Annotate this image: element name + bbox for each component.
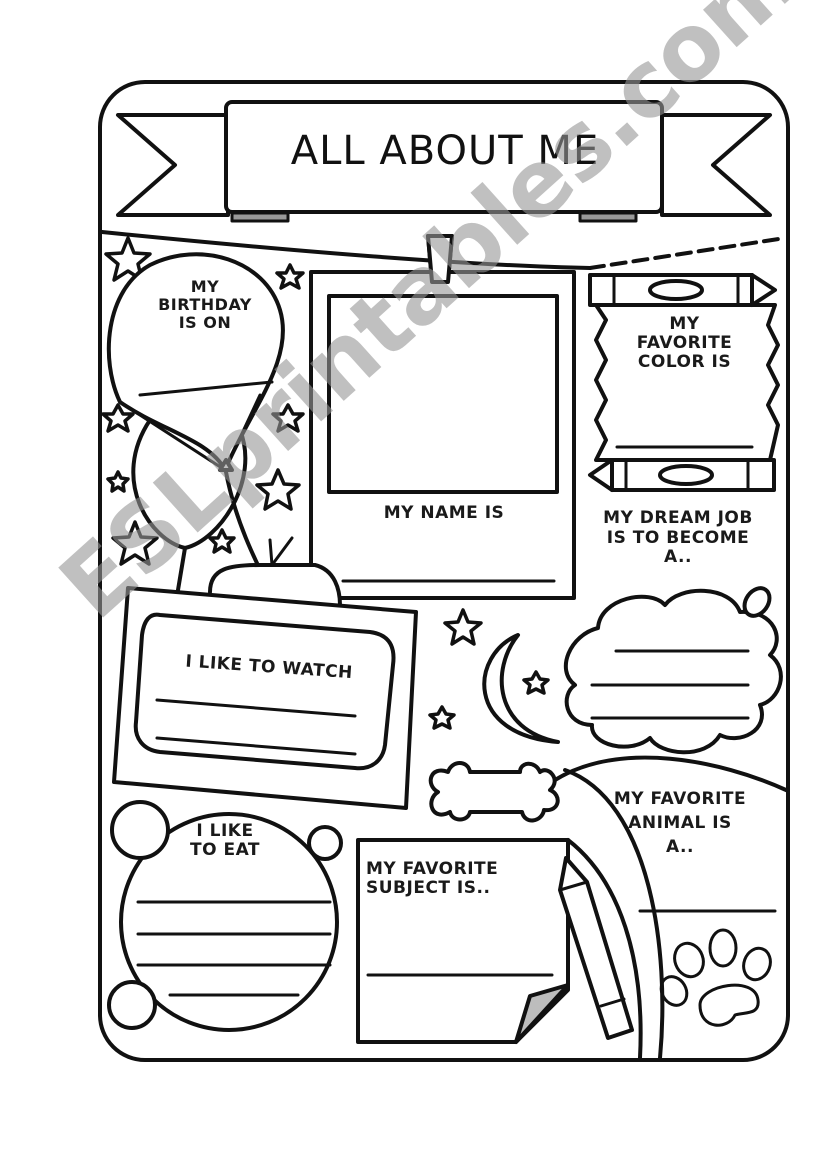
dream-job-line2: IS TO BECOME [606, 527, 750, 548]
plate-illustration [107, 800, 343, 1032]
tv-illustration [112, 536, 418, 810]
photo-frame [309, 270, 576, 600]
color-label-line2: FAVORITE [636, 333, 733, 354]
paw-print-icon [659, 928, 772, 1027]
eat-label-line2: TO EAT [189, 840, 260, 861]
animal-label-line1: MY FAVORITE [613, 789, 747, 809]
moon-icon [482, 633, 560, 744]
eat-label-line1: I LIKE [196, 821, 254, 841]
stars-decoration [101, 236, 550, 730]
bone-icon [428, 761, 560, 823]
balloons-illustration [106, 252, 285, 592]
title-banner [116, 100, 772, 223]
color-label-line1: MY [669, 314, 700, 334]
animal-area [553, 755, 788, 792]
crayon-banner [588, 273, 780, 492]
page-title: ALL ABOUT ME [290, 128, 600, 174]
dream-job-label: MY DREAM JOB IS TO BECOME A.. [578, 506, 778, 571]
thought-cloud [563, 586, 783, 755]
page-frame [98, 80, 790, 1062]
birthday-label-line2: BIRTHDAY [158, 294, 252, 314]
clothesline [100, 230, 592, 270]
eat-label: I LIKE TO EAT [170, 821, 280, 861]
subject-label-line2: SUBJECT IS.. [366, 878, 491, 899]
animal-label-line2: ANIMAL IS [628, 812, 732, 833]
subject-label: MY FAVORITE SUBJECT IS.. [366, 859, 556, 899]
birthday-label-line3: IS ON [178, 312, 232, 332]
birthday-label: MY BIRTHDAY IS ON [140, 278, 270, 332]
dream-job-line1: MY DREAM JOB [603, 508, 753, 528]
animal-label: MY FAVORITE ANIMAL IS A.. [580, 788, 780, 859]
color-label-line3: COLOR IS [637, 352, 732, 373]
name-label: MY NAME IS [383, 503, 505, 523]
subject-label-line1: MY FAVORITE [366, 859, 499, 879]
animal-label-line3: A.. [666, 836, 694, 857]
color-label: MY FAVORITE COLOR IS [612, 314, 757, 373]
dream-job-line3: A.. [664, 547, 692, 567]
note-with-pencil [356, 838, 634, 1044]
birthday-label-line1: MY [190, 277, 220, 296]
